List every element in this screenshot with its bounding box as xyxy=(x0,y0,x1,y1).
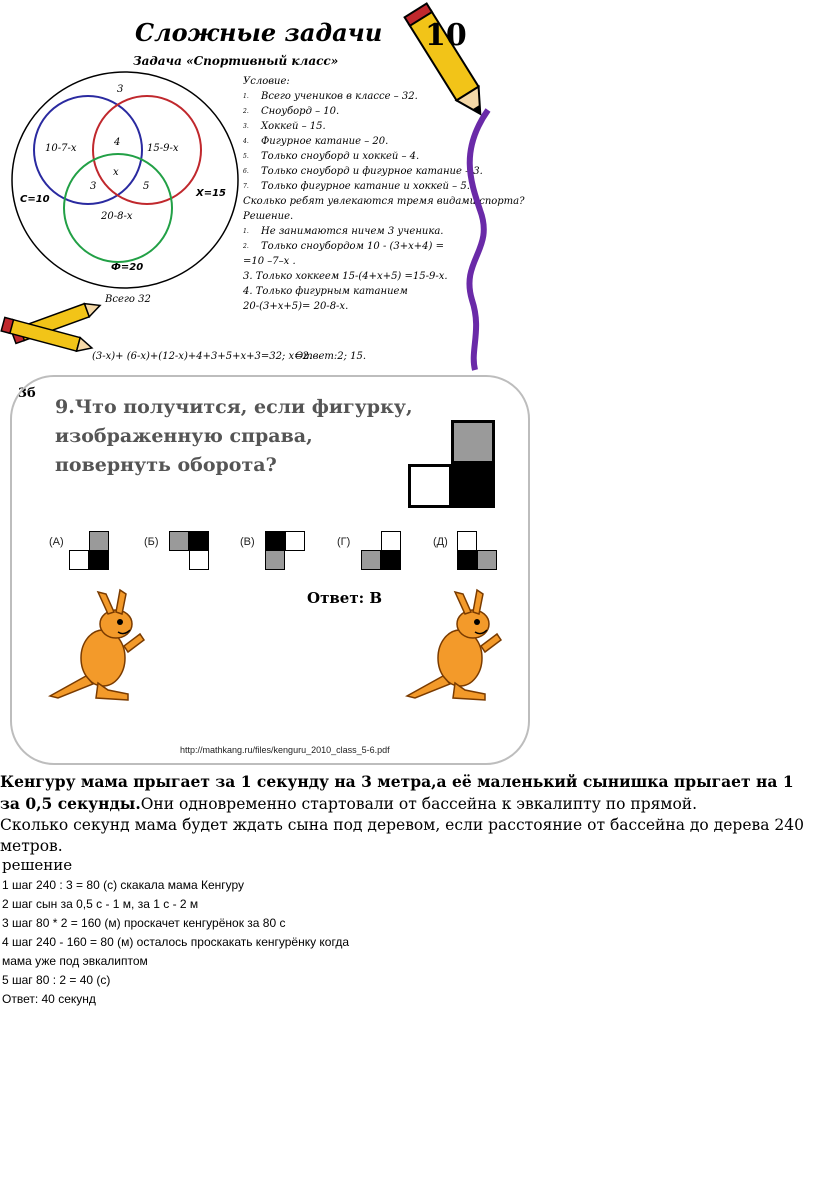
condition-block: Условие: 1.Всего учеников в классе – 32.… xyxy=(243,74,525,314)
solution-header: Решение. xyxy=(243,211,294,222)
venn-center: x xyxy=(113,167,119,178)
source-url[interactable]: http://mathkang.ru/files/kenguru_2010_cl… xyxy=(180,745,390,755)
solution-line: 3. Только хоккеем 15-(4+x+5) =15-9-x. xyxy=(243,271,448,282)
condition-item: 6.Только сноуборд и фигурное катание – 3… xyxy=(243,166,483,177)
step-line: 1 шаг 240 : 3 = 80 (с) скакала мама Кенг… xyxy=(2,878,245,892)
answer-top: Ответ:2; 15. xyxy=(295,351,367,362)
step-line: Ответ: 40 секунд xyxy=(2,992,96,1006)
venn-red-circle xyxy=(92,95,202,205)
problem-text-2: Сколько секунд мама будет ждать сына под… xyxy=(0,816,804,855)
condition-item: 2.Сноуборд – 10. xyxy=(243,106,340,117)
step-line: мама уже под эвкалиптом xyxy=(2,954,148,968)
formula: (3-x)+ (6-x)+(12-x)+4+3+5+x+3=32; x=2. xyxy=(92,351,313,362)
task-subtitle: Задача «Спортивный класс» xyxy=(133,54,339,68)
condition-header: Условие: xyxy=(243,76,290,87)
decorative-pencil-illustration: 10 xyxy=(403,2,491,371)
purple-line xyxy=(466,108,491,371)
solution-line: 4. Только фигурным катанием xyxy=(243,286,408,297)
problem-text-1: Они одновременно стартовали от бассейна … xyxy=(140,795,698,813)
problem-bold: Кенгуру мама прыгает за 1 секунду на 3 м… xyxy=(0,772,794,813)
step-line: 3 шаг 80 * 2 = 160 (м) проскачет кенгурё… xyxy=(2,916,286,930)
option-c-label: (В) xyxy=(240,536,255,548)
step-line: 4 шаг 240 - 160 = 80 (м) осталось проска… xyxy=(2,935,349,949)
option-b-label: (Б) xyxy=(144,536,159,548)
venn-x-label: Х=15 xyxy=(196,188,227,199)
kangaroo-problem: Кенгуру мама прыгает за 1 секунду на 3 м… xyxy=(0,771,816,857)
condition-item: 3.Хоккей – 15. xyxy=(243,121,326,132)
venn-green-circle xyxy=(63,153,173,263)
venn-diagram xyxy=(11,71,239,289)
solution-line: =10 –7–x . xyxy=(243,256,296,267)
option-a-label: (А) xyxy=(49,536,64,548)
pencils-icon xyxy=(0,302,102,353)
venn-hockey-figure: 5 xyxy=(143,181,150,192)
total-label: Всего 32 xyxy=(105,294,151,305)
kangaroo-right-icon xyxy=(405,588,503,701)
venn-f-label: Ф=20 xyxy=(111,262,144,273)
condition-question: Сколько ребят увлекаются тремя видами сп… xyxy=(243,196,525,207)
number-ten-icon: 10 xyxy=(425,18,467,53)
venn-snow-figure: 3 xyxy=(90,181,97,192)
solution-line: 1.Не занимаются ничем 3 ученика. xyxy=(243,226,444,237)
question-9: 9.Что получится, если фигурку, изображен… xyxy=(55,396,413,476)
solution-line: 20-(3+x+5)= 20-8-x. xyxy=(243,301,349,312)
answer-9: Ответ: В xyxy=(307,589,383,607)
option-e-label: (Д) xyxy=(433,536,448,548)
page-title: Сложные задачи xyxy=(135,18,383,47)
venn-outside-value: 3 xyxy=(117,84,124,95)
venn-snow-hockey: 4 xyxy=(114,137,121,148)
step-line: 5 шаг 80 : 2 = 40 (с) xyxy=(2,973,111,987)
condition-item: 4.Фигурное катание – 20. xyxy=(243,136,389,147)
solution-line: 2.Только сноубордом 10 - (3+x+4) = xyxy=(243,241,444,252)
venn-blue-circle xyxy=(33,95,143,205)
venn-outer-ellipse xyxy=(11,71,239,289)
kangaroo-left-icon xyxy=(48,588,146,701)
venn-c-label: С=10 xyxy=(20,194,50,205)
venn-hockey-only: 15-9-x xyxy=(147,143,179,154)
option-d-label: (Г) xyxy=(337,536,351,548)
solution-steps: 1 шаг 240 : 3 = 80 (с) скакала мама Кенг… xyxy=(2,876,442,1009)
step-line: 2 шаг сын за 0,5 с - 1 м, за 1 с - 2 м xyxy=(2,897,199,911)
condition-item: 7.Только фигурное катание и хоккей – 5. xyxy=(243,181,470,192)
venn-figure-only: 20-8-x xyxy=(101,211,133,222)
solution-title: решение xyxy=(2,856,73,874)
question-panel xyxy=(10,375,530,765)
condition-item: 1.Всего учеников в классе – 32. xyxy=(243,91,418,102)
venn-snow-only: 10-7-x xyxy=(45,143,77,154)
condition-item: 5.Только сноуборд и хоккей – 4. xyxy=(243,151,420,162)
